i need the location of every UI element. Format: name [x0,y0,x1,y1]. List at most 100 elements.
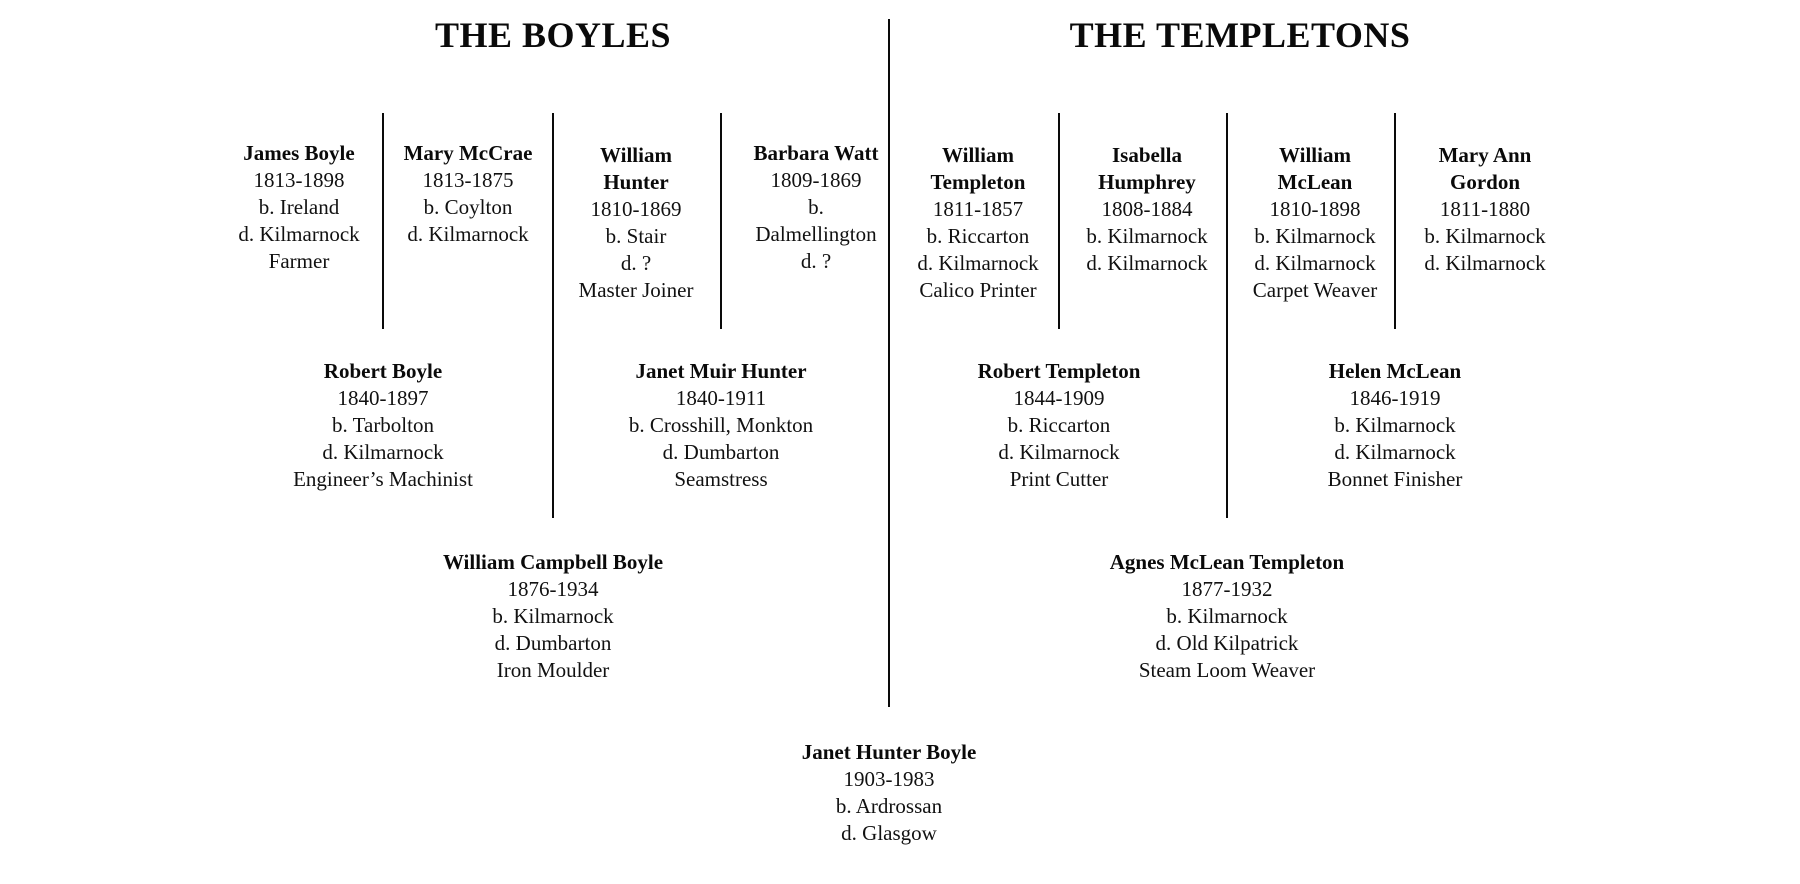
person-deathplace: d. Kilmarnock [1334,440,1456,464]
person-deathplace: d. Dumbarton [494,631,612,655]
person-deathplace: d. Kilmarnock [322,440,444,464]
person-dates: 1810-1869 [590,197,682,221]
person-dates: 1876-1934 [507,577,599,601]
person-birthplace: b. Coylton [423,195,513,219]
person-occupation: Bonnet Finisher [1327,467,1463,491]
person-deathplace: d. Kilmarnock [917,251,1039,275]
person-birthplace-line2: Dalmellington [755,222,877,246]
person-deathplace: d. Kilmarnock [1086,251,1208,275]
person-robert-templeton: Robert Templeton 1844-1909 b. Riccarton … [944,358,1174,493]
person-occupation: Engineer’s Machinist [293,467,473,491]
person-birthplace: b. Kilmarnock [1254,224,1376,248]
person-dates: 1840-1897 [337,386,429,410]
person-birthplace: b. Crosshill, Monkton [628,413,814,437]
person-occupation: Seamstress [674,467,768,491]
person-name: Helen McLean [1328,359,1462,383]
person-agnes-mclean-templeton: Agnes McLean Templeton 1877-1932 b. Kilm… [1077,549,1377,684]
person-occupation: Iron Moulder [496,658,610,682]
person-name-line2: Templeton [930,170,1026,194]
person-occupation: Calico Printer [919,278,1037,302]
person-name: Janet Hunter Boyle [801,740,977,764]
divider-boyle-mccrae [382,113,384,329]
person-deathplace: d. ? [800,249,832,273]
person-dates: 1810-1898 [1269,197,1361,221]
person-william-templeton: William Templeton 1811-1857 b. Riccarton… [904,142,1052,304]
person-dates: 1840-1911 [675,386,767,410]
person-birthplace: b. Kilmarnock [1334,413,1456,437]
person-deathplace: d. Kilmarnock [238,222,360,246]
person-janet-hunter-boyle: Janet Hunter Boyle 1903-1983 b. Ardrossa… [749,739,1029,847]
person-deathplace: d. Kilmarnock [1254,251,1376,275]
person-name: Barbara Watt [753,141,879,165]
person-barbara-watt: Barbara Watt 1809-1869 b. Dalmellington … [736,140,896,275]
person-name-line2: Gordon [1449,170,1520,194]
person-dates: 1811-1857 [932,197,1024,221]
person-deathplace: d. Old Kilpatrick [1155,631,1299,655]
person-birthplace: b. Tarbolton [332,413,434,437]
person-name-line2: Hunter [603,170,669,194]
person-occupation: Print Cutter [1009,467,1109,491]
person-william-hunter: William Hunter 1810-1869 b. Stair d. ? M… [566,142,706,304]
title-boyles: THE BOYLES [434,15,672,55]
person-birthplace: b. Stair [605,224,667,248]
person-janet-muir-hunter: Janet Muir Hunter 1840-1911 b. Crosshill… [606,358,836,493]
person-dates: 1846-1919 [1349,386,1441,410]
divider-templeton-humphrey [1058,113,1060,329]
person-name: William [942,143,1014,167]
person-william-mclean: William McLean 1810-1898 b. Kilmarnock d… [1240,142,1390,304]
person-deathplace: d. Kilmarnock [998,440,1120,464]
person-name: Isabella [1111,143,1182,167]
person-birthplace: b. Kilmarnock [1424,224,1546,248]
person-occupation: Farmer [268,249,330,273]
person-deathplace: d. Kilmarnock [407,222,529,246]
person-james-boyle: James Boyle 1813-1898 b. Ireland d. Kilm… [224,140,374,275]
person-birthplace: b. Ardrossan [835,794,943,818]
person-william-campbell-boyle: William Campbell Boyle 1876-1934 b. Kilm… [413,549,693,684]
person-birthplace: b. Riccarton [926,224,1030,248]
person-deathplace: d. Dumbarton [662,440,780,464]
person-deathplace: d. Kilmarnock [1424,251,1546,275]
person-name: James Boyle [243,141,355,165]
person-dates: 1903-1983 [843,767,935,791]
person-mary-mccrae: Mary McCrae 1813-1875 b. Coylton d. Kilm… [390,140,546,248]
person-dates: 1877-1932 [1181,577,1273,601]
person-occupation: Master Joiner [578,278,694,302]
person-name: Mary Ann [1438,143,1532,167]
divider-templeton-mclean-long [1226,113,1228,518]
person-name: Mary McCrae [403,141,533,165]
person-dates: 1813-1898 [253,168,345,192]
person-dates: 1808-1884 [1101,197,1193,221]
divider-mclean-gordon [1394,113,1396,329]
person-birthplace: b. [808,195,824,219]
person-birthplace: b. Kilmarnock [1086,224,1208,248]
person-dates: 1811-1880 [1439,197,1531,221]
person-name: Robert Boyle [323,359,443,383]
person-birthplace: b. Ireland [258,195,340,219]
person-mary-ann-gordon: Mary Ann Gordon 1811-1880 b. Kilmarnock … [1410,142,1560,277]
person-birthplace: b. Kilmarnock [1166,604,1288,628]
person-dates: 1809-1869 [770,168,862,192]
person-helen-mclean: Helen McLean 1846-1919 b. Kilmarnock d. … [1280,358,1510,493]
divider-hunter-watt [720,113,722,329]
person-name: Agnes McLean Templeton [1109,550,1345,574]
person-occupation: Steam Loom Weaver [1138,658,1316,682]
person-dates: 1813-1875 [422,168,514,192]
person-birthplace: b. Riccarton [1007,413,1111,437]
person-robert-boyle: Robert Boyle 1840-1897 b. Tarbolton d. K… [268,358,498,493]
person-name: William [600,143,672,167]
person-deathplace: d. ? [620,251,652,275]
person-name: William Campbell Boyle [442,550,664,574]
person-isabella-humphrey: Isabella Humphrey 1808-1884 b. Kilmarnoc… [1072,142,1222,277]
person-deathplace: d. Glasgow [841,821,937,845]
person-occupation: Carpet Weaver [1252,278,1378,302]
title-templetons: THE TEMPLETONS [1069,15,1411,55]
person-birthplace: b. Kilmarnock [492,604,614,628]
divider-boyle-hunter-long [552,113,554,518]
person-name-line2: Humphrey [1098,170,1196,194]
person-dates: 1844-1909 [1013,386,1105,410]
center-divider-line [888,19,890,707]
person-name: Robert Templeton [977,359,1141,383]
person-name: Janet Muir Hunter [635,359,807,383]
person-name-line2: McLean [1277,170,1353,194]
person-name: William [1279,143,1351,167]
